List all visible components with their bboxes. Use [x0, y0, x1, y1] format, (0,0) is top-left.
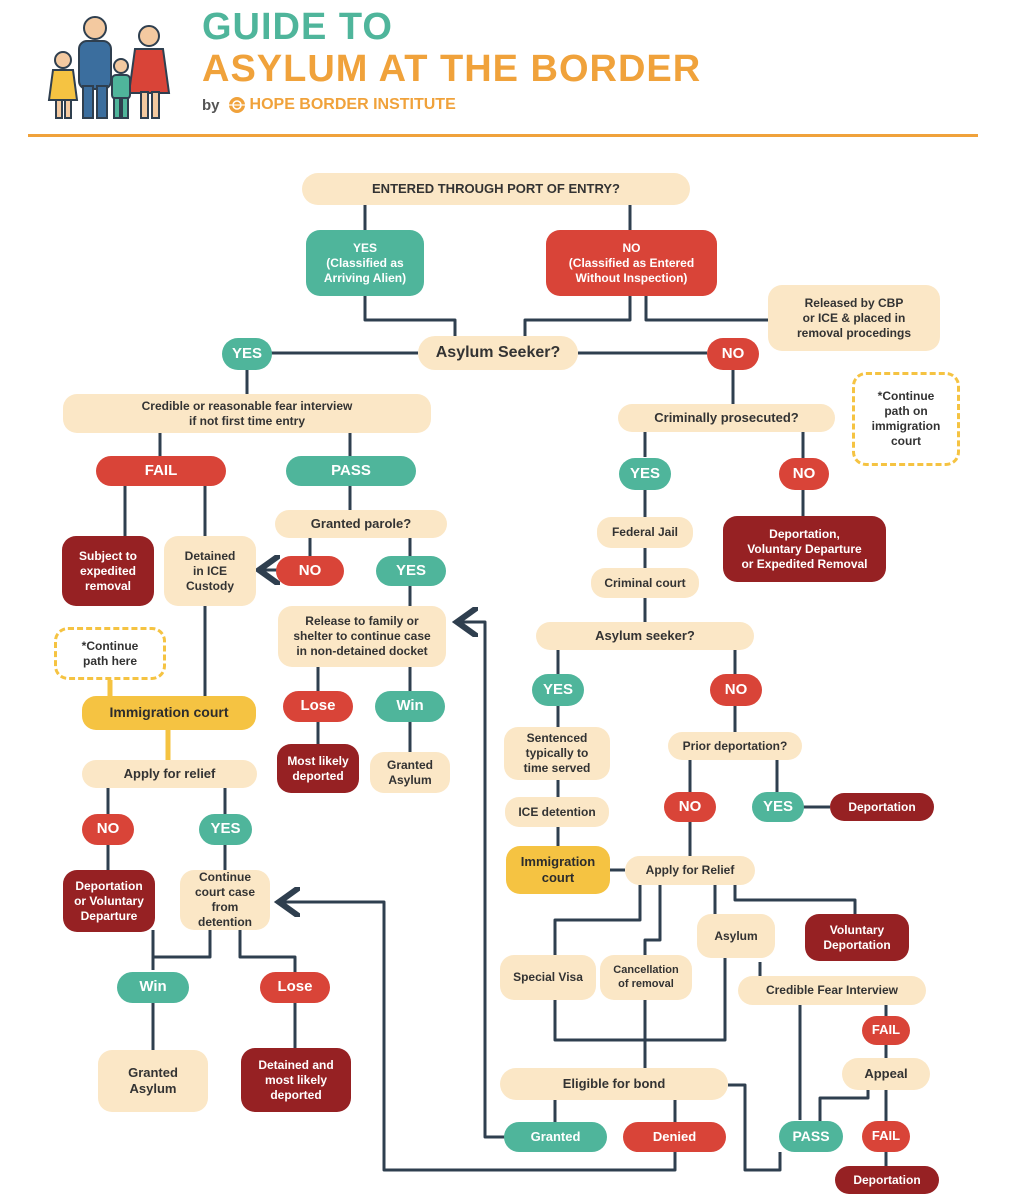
release-family-shelter: Release to family or shelter to continue… — [278, 606, 446, 667]
asylum-seeker-no: NO — [707, 338, 759, 370]
ice-detention: ICE detention — [505, 797, 609, 827]
deportation-voluntary-expedited: Deportation, Voluntary Departure or Expe… — [723, 516, 886, 582]
released-cbp-ice: Released by CBP or ICE & placed in remov… — [768, 285, 940, 351]
deportation-prior: Deportation — [830, 793, 934, 821]
relief-yes: YES — [199, 814, 252, 845]
parole-yes: YES — [376, 556, 446, 586]
criminally-prosecuted-question: Criminally prosecuted? — [618, 404, 835, 432]
release-lose: Lose — [283, 691, 353, 722]
detained-ice-custody: Detained in ICE Custody — [164, 536, 256, 606]
apply-for-relief-right: Apply for Relief — [625, 856, 755, 885]
port-of-entry-question: ENTERED THROUGH PORT OF ENTRY? — [302, 173, 690, 205]
granted-asylum-detention: Granted Asylum — [98, 1050, 208, 1112]
immigration-court-left: Immigration court — [82, 696, 256, 730]
credible-fear-interview: Credible Fear Interview — [738, 976, 926, 1005]
cfi-fail: FAIL — [862, 1016, 910, 1045]
prior-yes: YES — [752, 792, 804, 822]
detained-most-likely-deported: Detained and most likely deported — [241, 1048, 351, 1112]
special-visa: Special Visa — [500, 955, 596, 1000]
prosecuted-yes: YES — [619, 458, 671, 490]
federal-jail: Federal Jail — [597, 517, 693, 548]
byline-org: HOPE BORDER INSTITUTE — [249, 96, 456, 113]
byline-by: by — [202, 96, 220, 114]
apply-for-relief-left: Apply for relief — [82, 760, 257, 788]
relief-no: NO — [82, 814, 134, 845]
voluntary-deportation: Voluntary Deportation — [805, 914, 909, 961]
continue-path-here-note: *Continue path here — [54, 627, 166, 680]
fear-interview-fail: FAIL — [96, 456, 226, 486]
seeker-2-yes: YES — [532, 674, 584, 706]
hope-logo-icon — [228, 97, 245, 113]
deportation-appeal: Deportation — [835, 1166, 939, 1194]
asylum-seeker-question: Asylum Seeker? — [418, 336, 578, 370]
deportation-voluntary-departure-left: Deportation or Voluntary Departure — [63, 870, 155, 932]
bond-denied: Denied — [623, 1122, 726, 1152]
asylum-seeker-2-question: Asylum seeker? — [536, 622, 754, 650]
yes-arriving-alien: YES (Classified as Arriving Alien) — [306, 230, 424, 296]
parole-no: NO — [276, 556, 344, 586]
asylum-seeker-yes: YES — [222, 338, 272, 370]
seeker-2-no: NO — [710, 674, 762, 706]
immigration-court-right: Immigration court — [506, 846, 610, 894]
header-divider — [28, 134, 978, 137]
bond-granted: Granted — [504, 1122, 607, 1152]
prior-deportation-question: Prior deportation? — [668, 732, 802, 760]
cancellation-of-removal: Cancellation of removal — [600, 955, 692, 1000]
detention-lose: Lose — [260, 972, 330, 1003]
appeal: Appeal — [842, 1058, 930, 1090]
title-line-2: ASYLUM AT THE BORDER — [202, 48, 702, 90]
criminal-court: Criminal court — [591, 568, 699, 598]
granted-asylum-parole: Granted Asylum — [370, 752, 450, 793]
appeal-fail: FAIL — [862, 1121, 910, 1152]
eligible-for-bond: Eligible for bond — [500, 1068, 728, 1100]
appeal-pass: PASS — [779, 1121, 843, 1152]
prosecuted-no: NO — [779, 458, 829, 490]
sentenced-time-served: Sentenced typically to time served — [504, 727, 610, 780]
title-line-1: GUIDE TO — [202, 6, 393, 48]
continue-path-immigration-court-note: *Continue path on immigration court — [852, 372, 960, 466]
asylum-option: Asylum — [697, 914, 775, 958]
prior-no: NO — [664, 792, 716, 822]
fear-interview-pass: PASS — [286, 456, 416, 486]
no-entered-without-inspection: NO (Classified as Entered Without Inspec… — [546, 230, 717, 296]
detention-win: Win — [117, 972, 189, 1003]
subject-expedited-removal: Subject to expedited removal — [62, 536, 154, 606]
granted-parole-question: Granted parole? — [275, 510, 447, 538]
byline: by HOPE BORDER INSTITUTE — [202, 96, 456, 114]
fear-interview: Credible or reasonable fear interview if… — [63, 394, 431, 433]
release-win: Win — [375, 691, 445, 722]
continue-court-case-detention: Continue court case from detention — [180, 870, 270, 930]
family-icon — [47, 16, 171, 119]
most-likely-deported: Most likely deported — [277, 744, 359, 793]
